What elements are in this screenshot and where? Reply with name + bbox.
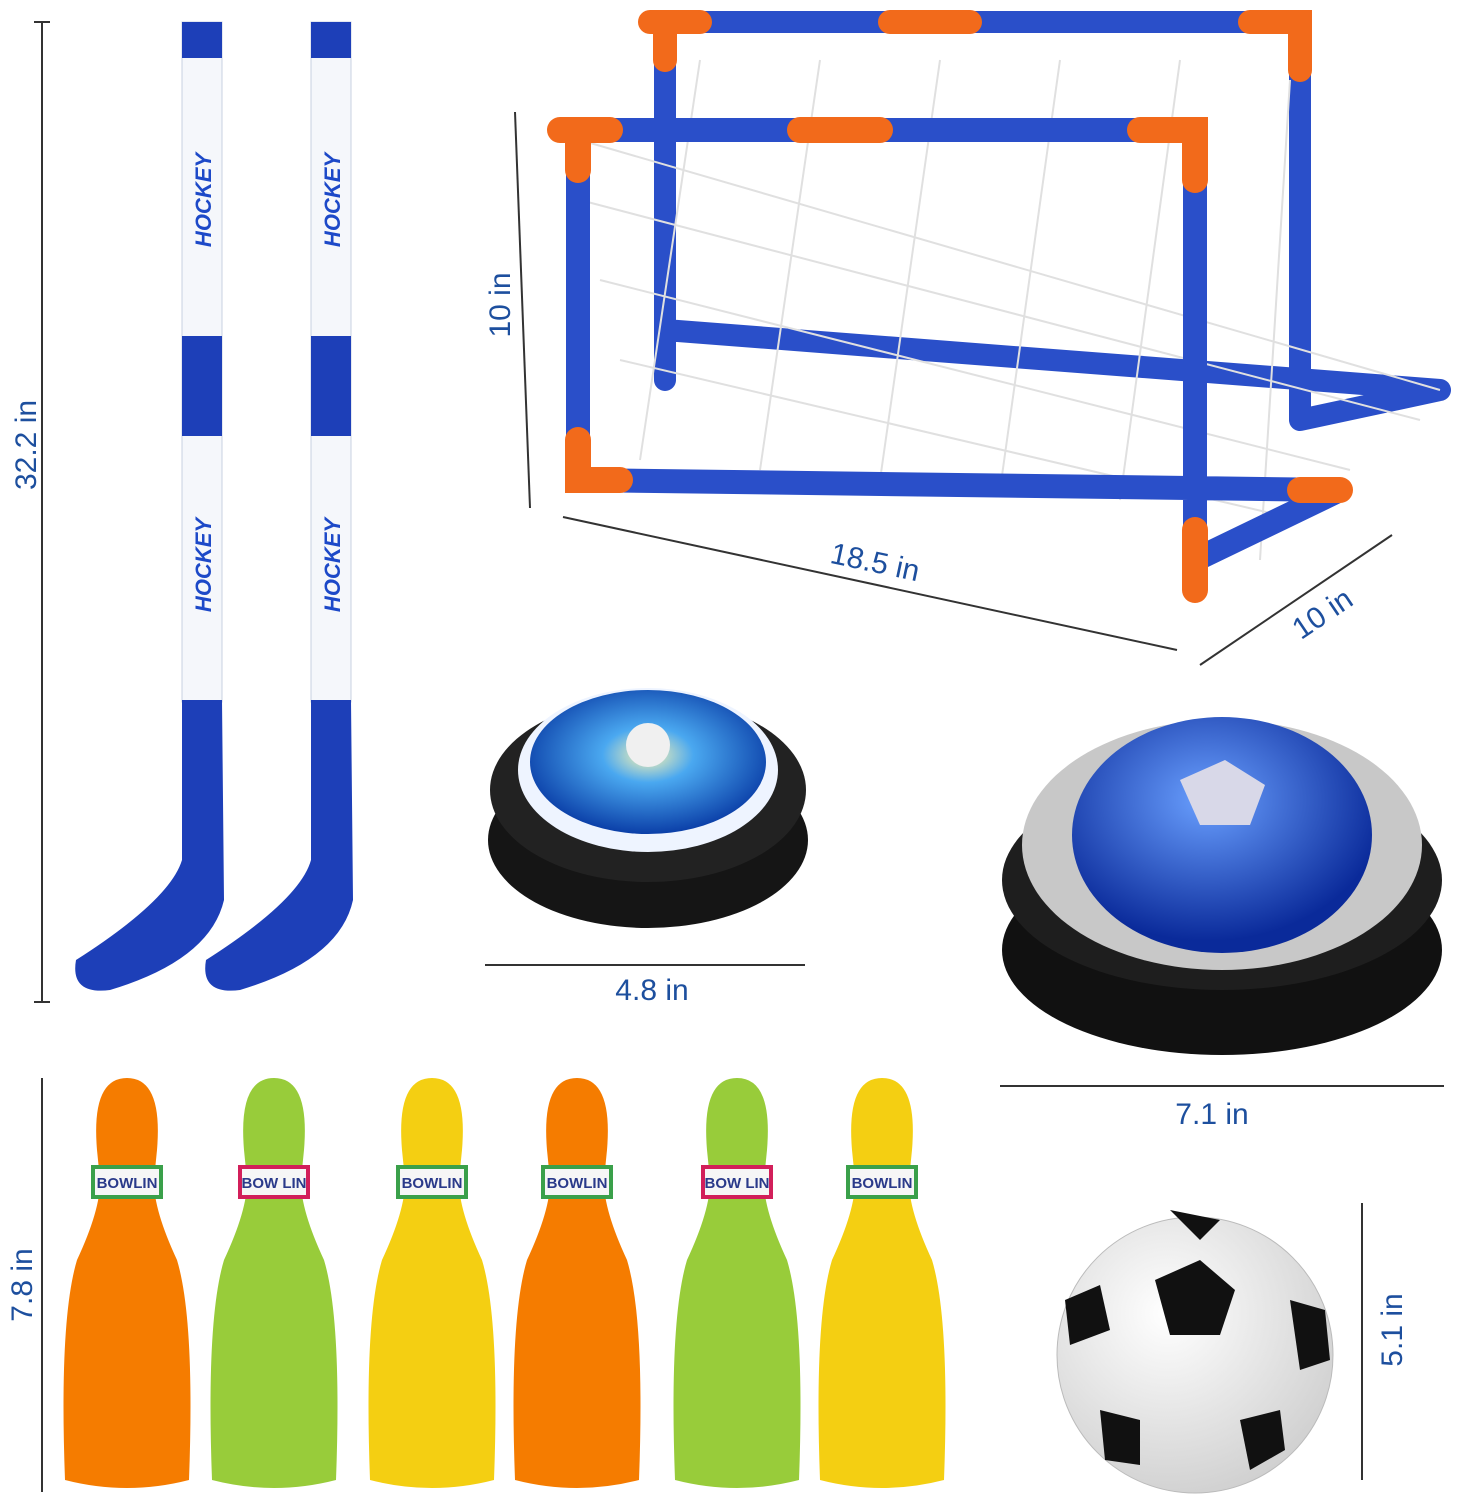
large-hover-ball-label: 7.1 in [1175, 1098, 1248, 1131]
stick-brand: HOCKEY [320, 151, 345, 247]
goal-height-label: 10 in [484, 272, 517, 337]
soccer-ball-label: 5.1 in [1376, 1293, 1409, 1366]
stick-brand: HOCKEY [191, 151, 216, 247]
bowling-pin: BOWLIN [63, 1078, 191, 1488]
stick-brand: HOCKEY [320, 516, 345, 612]
bowling-pins: BOWLIN BOW LIN BOWLIN BOWLIN BOW LIN BOWLIN [63, 1078, 946, 1488]
pin-height-dimension: 7.8 in [6, 1078, 43, 1492]
bowling-pin: BOWLIN [368, 1078, 496, 1488]
stick-height-label: 32.2 in [10, 400, 43, 490]
bowling-pin: BOW LIN [210, 1078, 338, 1488]
bowling-pin: BOWLIN [818, 1078, 946, 1488]
stick-brand: HOCKEY [191, 516, 216, 612]
pin-height-label: 7.8 in [6, 1248, 39, 1321]
bowling-pin: BOWLIN [513, 1078, 641, 1488]
small-puck-dimension: 4.8 in [485, 964, 805, 1007]
soccer-ball [1056, 1210, 1334, 1494]
large-hover-ball-dimension: 7.1 in [1000, 1085, 1444, 1131]
pin-band-text: BOW LIN [242, 1175, 307, 1192]
large-hover-ball [1002, 717, 1442, 1055]
goal-net [579, 59, 1441, 561]
goal-width-label: 18.5 in [827, 537, 922, 588]
pin-band-text: BOWLIN [852, 1175, 913, 1192]
soccer-ball-dimension: 5.1 in [1361, 1203, 1409, 1480]
pin-band-text: BOWLIN [547, 1175, 608, 1192]
small-puck-label: 4.8 in [615, 974, 688, 1007]
goal-front [547, 117, 1353, 603]
pin-band-text: BOWLIN [402, 1175, 463, 1192]
bowling-pin: BOW LIN [673, 1078, 801, 1488]
hockey-stick: HOCKEY HOCKEY [75, 21, 224, 991]
hockey-stick: HOCKEY HOCKEY [205, 21, 353, 991]
goal-depth-label: 10 in [1286, 582, 1358, 646]
pin-band-text: BOW LIN [705, 1175, 770, 1192]
goal-back [638, 10, 1451, 431]
goal-height-dimension: 10 in [484, 111, 531, 509]
pin-band-text: BOWLIN [97, 1175, 158, 1192]
goal-width-dimension: 18.5 in [562, 516, 1178, 651]
small-hover-puck [488, 688, 808, 928]
stick-height-dimension: 32.2 in [10, 21, 50, 1003]
